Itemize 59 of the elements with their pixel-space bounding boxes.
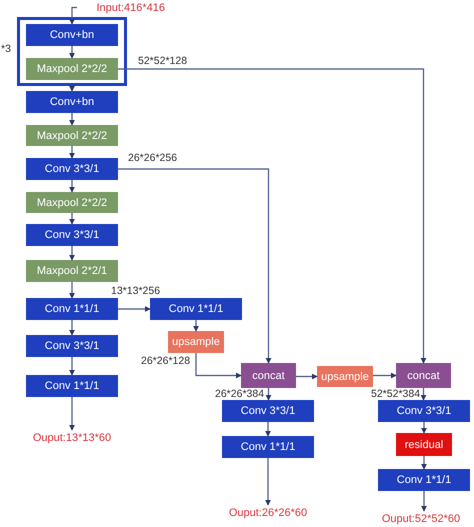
edge-label: 26*26*128 xyxy=(140,355,192,367)
conv-layer-box: Conv+bn xyxy=(26,91,118,113)
concat-box: concat xyxy=(241,363,296,388)
output-label: Ouput:26*26*60 xyxy=(228,507,308,519)
arrow xyxy=(69,113,75,126)
output-label: Ouput:13*13*60 xyxy=(32,432,112,444)
arrow xyxy=(421,456,427,470)
maxpool-layer-box: Maxpool 2*2/2 xyxy=(26,192,118,213)
arrow xyxy=(421,422,427,434)
repeat-count-label: *3 xyxy=(0,43,12,55)
maxpool-layer-box: Maxpool 2*2/2 xyxy=(26,58,118,80)
conv-layer-box: Conv 1*1/1 xyxy=(222,436,314,458)
edge-label: 26*26*384 xyxy=(214,388,266,400)
edge-label: 13*13*256 xyxy=(110,285,162,297)
arrow xyxy=(266,388,272,401)
arrow xyxy=(69,46,75,59)
arrow xyxy=(118,168,272,364)
conv-layer-box: Conv 1*1/1 xyxy=(26,298,118,320)
arrow xyxy=(69,6,77,25)
repeat-group-box xyxy=(17,17,127,86)
input-size-label: Input:416*416 xyxy=(96,2,165,14)
maxpool-layer-box: Maxpool 2*2/1 xyxy=(26,260,118,282)
conv-layer-box: Conv 3*3/1 xyxy=(26,224,118,246)
conv-layer-box: Conv 3*3/1 xyxy=(222,400,314,422)
edge-label: 52*52*384 xyxy=(370,388,422,400)
arrow xyxy=(193,320,199,332)
output-label: Ouput:52*52*60 xyxy=(382,513,460,525)
conv-layer-box: Conv 3*3/1 xyxy=(378,400,470,422)
arrow xyxy=(69,146,75,159)
arrow xyxy=(195,353,242,378)
arrow xyxy=(69,357,75,376)
conv-layer-box: Conv+bn xyxy=(26,24,118,46)
upsample-box: upsample xyxy=(317,366,373,387)
arrow xyxy=(373,372,397,378)
arrow xyxy=(69,213,75,225)
arrow xyxy=(69,282,75,299)
arrow xyxy=(69,246,75,261)
edge-label: 26*26*256 xyxy=(127,152,178,164)
upsample-box: upsample xyxy=(168,331,224,353)
arrow xyxy=(421,491,427,512)
conv-layer-box: Conv 3*3/1 xyxy=(26,158,118,180)
arrow xyxy=(265,458,271,506)
arrow xyxy=(265,422,271,437)
residual-box: residual xyxy=(396,433,452,456)
conv-layer-box: Conv 3*3/1 xyxy=(26,335,118,357)
arrow xyxy=(69,86,75,92)
arrow xyxy=(69,397,75,431)
arrow xyxy=(69,180,75,193)
arrow xyxy=(420,388,426,401)
arrow xyxy=(296,374,318,380)
edge-label: 52*52*128 xyxy=(137,55,188,67)
arrow xyxy=(69,320,75,336)
concat-box: concat xyxy=(396,363,451,388)
arrow xyxy=(118,306,151,312)
conv-layer-box: Conv 1*1/1 xyxy=(378,469,470,491)
arrow xyxy=(118,68,426,364)
conv-layer-box: Conv 1*1/1 xyxy=(26,375,118,397)
maxpool-layer-box: Maxpool 2*2/2 xyxy=(26,125,118,146)
conv-layer-box: Conv 1*1/1 xyxy=(150,298,242,320)
